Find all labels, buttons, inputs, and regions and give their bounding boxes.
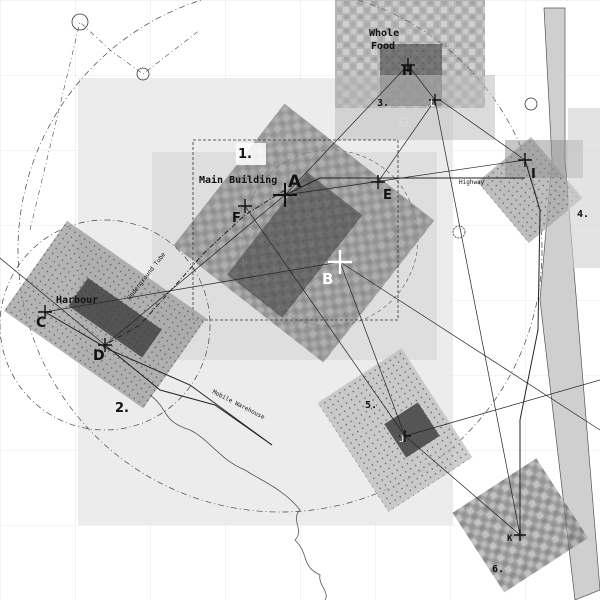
node-circle — [136, 67, 150, 81]
transport-lines — [44, 159, 541, 535]
whole-food-label-line-1: Whole — [369, 28, 399, 39]
markers — [38, 58, 532, 541]
point-C-label: C — [36, 315, 46, 331]
site-1-label: 1. — [238, 147, 252, 162]
orbit-circle — [17, 0, 543, 513]
point-L-label: L — [430, 99, 435, 109]
harbour-circle — [0, 219, 211, 431]
point-G-label: G — [398, 116, 409, 131]
node-circle — [452, 225, 466, 239]
coastline — [149, 394, 327, 600]
main-building-label: Main Building — [199, 174, 277, 186]
point-A-label: A — [288, 172, 302, 192]
site-1-frame — [192, 139, 399, 321]
site-5-block — [384, 402, 440, 458]
harbour-label: Harbour — [56, 295, 98, 306]
node-circle — [524, 97, 538, 111]
site-6-label: 6. — [492, 564, 504, 575]
site-4-edge — [568, 108, 600, 268]
point-H-label: H — [402, 64, 413, 79]
site-1-zone — [173, 103, 435, 363]
site-3-label: 3. — [377, 98, 389, 109]
site-2-zone — [3, 220, 207, 409]
whole-food-label-line-2: Food — [371, 41, 395, 52]
point-J-label: J — [399, 435, 404, 445]
site-1-tag — [236, 143, 266, 165]
connector-path — [29, 21, 201, 231]
point-D-label: D — [93, 348, 105, 364]
point-F-label: F — [232, 211, 241, 226]
point-K-label: K — [507, 534, 513, 544]
node-circle — [71, 13, 89, 31]
highway-label: Highway — [459, 179, 485, 186]
point-E-label: E — [383, 188, 392, 203]
site-3-zone — [335, 75, 495, 140]
point-I-label: I — [531, 167, 536, 182]
site-4-label: 4. — [577, 209, 589, 220]
network-lines — [0, 64, 600, 536]
site-2-label: 2. — [115, 401, 129, 416]
point-B-label: B — [322, 270, 333, 288]
site-5-label: 5. — [365, 400, 377, 411]
